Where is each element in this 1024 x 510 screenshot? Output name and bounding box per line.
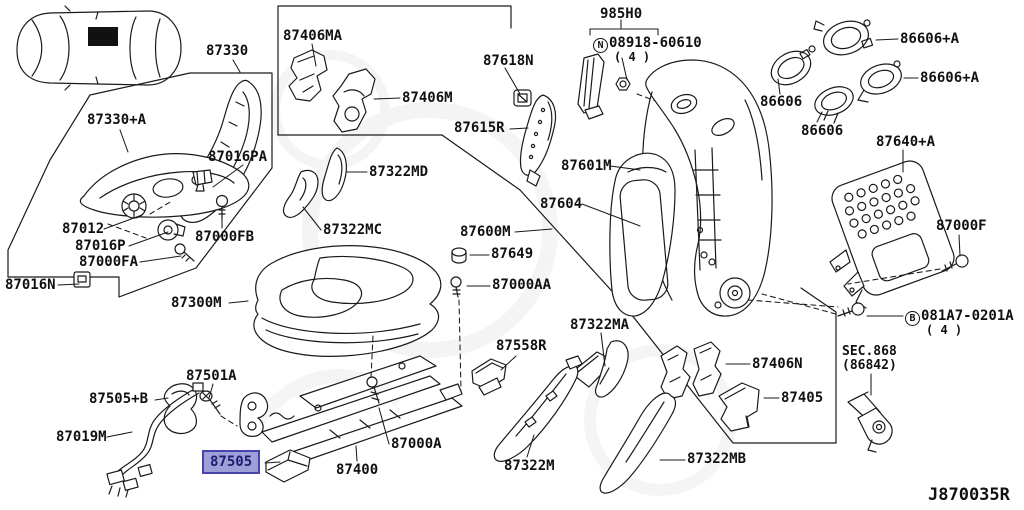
headrest-bezel-drawings — [770, 19, 902, 124]
part-label-87016n[interactable]: 87016N — [5, 277, 56, 293]
part-label-87016p[interactable]: 87016P — [75, 238, 126, 254]
callout-bracket-985h0 — [589, 19, 659, 81]
part-label-87406n[interactable]: 87406N — [752, 356, 803, 372]
part-label-87012[interactable]: 87012 — [62, 221, 105, 237]
seat-back-drawing — [641, 59, 773, 317]
circled-n-icon: N — [593, 38, 608, 53]
part-label-87016pa[interactable]: 87016PA — [208, 149, 268, 165]
part-label-87601m[interactable]: 87601M — [561, 158, 612, 174]
part-label-86606-1[interactable]: 86606 — [760, 94, 803, 110]
part-label-87000a[interactable]: 87000A — [391, 436, 442, 452]
part-label-87000f[interactable]: 87000F — [936, 218, 987, 234]
headrest-trim-box — [277, 5, 837, 444]
part-label-87604[interactable]: 87604 — [540, 196, 583, 212]
cover-87405-drawing — [718, 382, 760, 432]
harness-drawing — [106, 382, 204, 498]
clip-87618n-drawing — [513, 89, 532, 107]
screw-b-bolt — [837, 302, 865, 317]
cover-87558r-drawing — [471, 358, 507, 396]
part-label-87330[interactable]: 87330 — [206, 43, 249, 59]
part-label-87019m[interactable]: 87019M — [56, 429, 107, 445]
clamp-87016pa-drawing — [192, 169, 213, 192]
part-label-86606-2[interactable]: 86606 — [801, 123, 844, 139]
clip-87016n-drawing — [73, 271, 91, 288]
seat-side-frame-box — [7, 72, 273, 298]
headrest-holder-drawings — [288, 49, 376, 133]
part-label-87649[interactable]: 87649 — [491, 246, 534, 262]
part-label-87600m[interactable]: 87600M — [460, 224, 511, 240]
part-label-87322m[interactable]: 87322M — [504, 458, 555, 474]
part-label-87322mb[interactable]: 87322MB — [687, 451, 747, 467]
part-label-87406m[interactable]: 87406M — [402, 90, 453, 106]
grommet-87649 — [451, 247, 467, 264]
part-label-87615r[interactable]: 87615R — [454, 120, 505, 136]
recliner-motor-drawing — [157, 219, 186, 241]
part-label-87000fb[interactable]: 87000FB — [195, 229, 255, 245]
part-label-985h0[interactable]: 985H0 — [600, 6, 643, 22]
part-label-87300m[interactable]: 87300M — [171, 295, 222, 311]
part-label-87322md[interactable]: 87322MD — [369, 164, 429, 180]
trim-87322m-drawing — [493, 355, 583, 462]
part-label-sec868-sub[interactable]: (86842) — [842, 358, 897, 373]
part-label-87505b[interactable]: 87505+B — [89, 391, 149, 407]
side-strip-drawings — [282, 147, 347, 219]
part-label-87618n[interactable]: 87618N — [483, 53, 534, 69]
pad-87615r-drawing — [519, 94, 557, 187]
part-label-87558r[interactable]: 87558R — [496, 338, 547, 354]
part-label-87000aa[interactable]: 87000AA — [492, 277, 552, 293]
bracket-87322ma-drawing — [570, 340, 629, 398]
seat-cushion-drawing — [253, 245, 442, 357]
bracket-87406n-drawing — [660, 341, 722, 400]
part-label-87640a[interactable]: 87640+A — [876, 134, 936, 150]
part-label-87322ma[interactable]: 87322MA — [570, 317, 630, 333]
part-label-87330a[interactable]: 87330+A — [87, 112, 147, 128]
leader-lines — [57, 38, 961, 464]
part-label-87501a[interactable]: 87501A — [186, 368, 237, 384]
part-label-87505[interactable]: 87505 — [202, 450, 261, 474]
back-panel-drawing — [829, 160, 955, 309]
car-top-view — [16, 5, 182, 91]
screw-87000a — [366, 376, 380, 404]
belt-buckle-drawing — [847, 391, 893, 453]
part-label-86606a-2[interactable]: 86606+A — [920, 70, 980, 86]
screw-87000fa — [174, 243, 195, 262]
part-label-87000fa[interactable]: 87000FA — [79, 254, 139, 270]
seat-position-marker — [88, 27, 118, 46]
circled-b-icon: B — [905, 311, 920, 326]
screw-87000aa — [450, 276, 462, 298]
cover-87505b-drawing — [163, 383, 198, 435]
belt-stay-drawing — [577, 53, 605, 120]
seat-back-pad-drawing — [609, 152, 676, 317]
part-label-87406ma[interactable]: 87406MA — [283, 28, 343, 44]
part-label-sec868[interactable]: SEC.868 — [842, 344, 897, 359]
part-label-diagram-code: J870035R — [928, 485, 1010, 505]
screw-87000f — [941, 254, 969, 272]
part-label-87405[interactable]: 87405 — [781, 390, 824, 406]
trim-87322mb-drawing — [599, 392, 677, 494]
cover-87505-drawing — [265, 449, 311, 483]
part-label-86606a-1[interactable]: 86606+A — [900, 31, 960, 47]
recliner-rosette-drawing — [121, 193, 147, 219]
part-label-87400[interactable]: 87400 — [336, 462, 379, 478]
part-label-n-bolt-qty: ( 4 ) — [614, 50, 651, 64]
part-label-87322mc[interactable]: 87322MC — [323, 222, 383, 238]
nut-drawing — [615, 77, 631, 91]
part-label-b-bolt-qty: ( 4 ) — [926, 323, 963, 337]
